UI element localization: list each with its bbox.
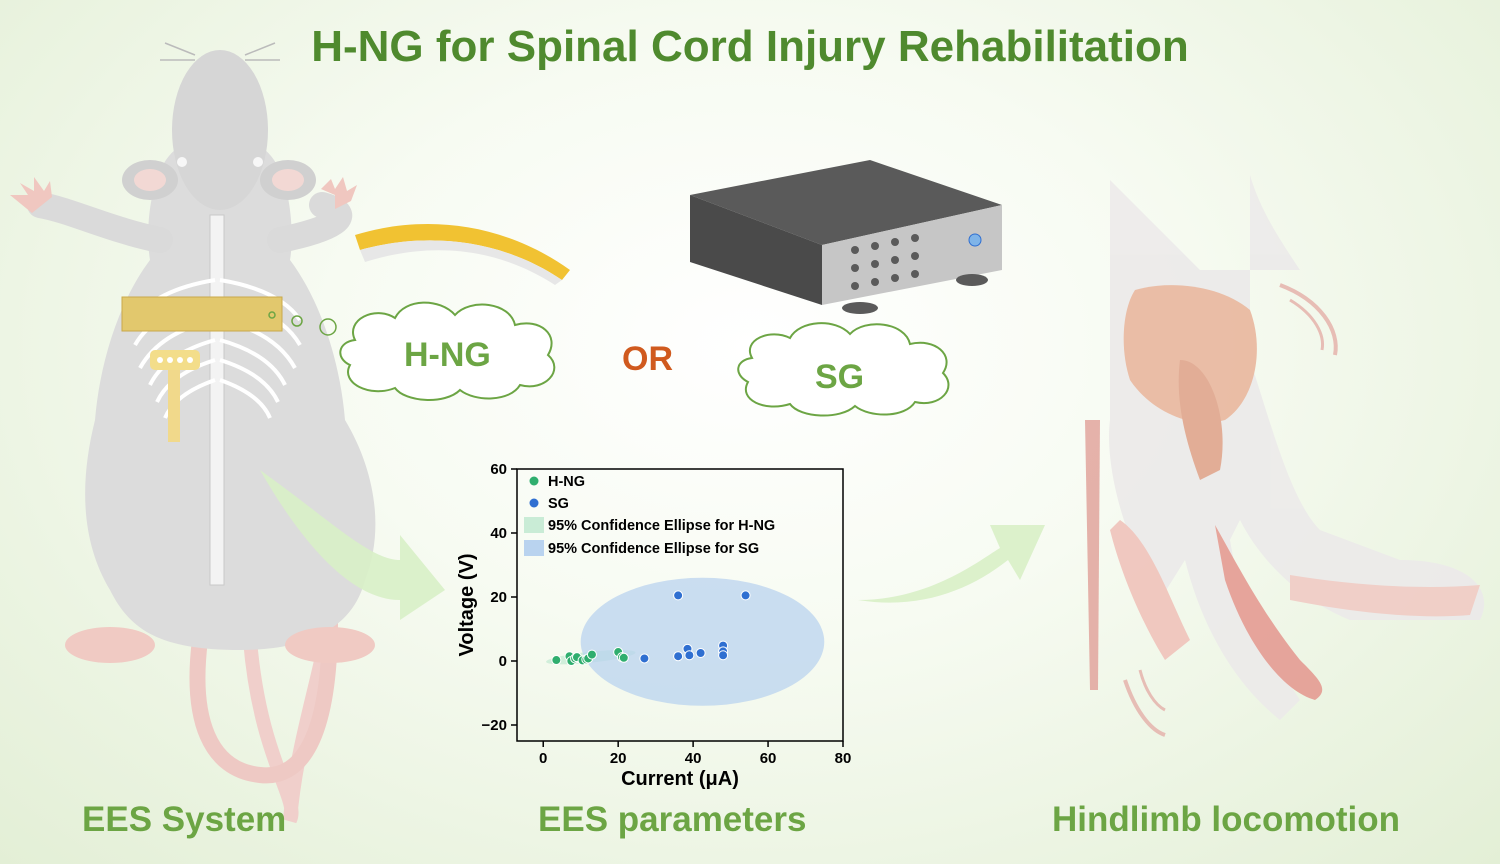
ees-system-label: EES System (82, 800, 287, 839)
thought-dot (268, 311, 276, 319)
hng-data-point (551, 655, 562, 666)
sg-cloud-label: SG (815, 358, 865, 396)
thought-dot (319, 318, 337, 336)
sg-data-point (673, 651, 684, 662)
hng-data-point (586, 649, 597, 660)
legend-sg-marker (529, 498, 539, 508)
legend-entry: 95% Confidence Ellipse for H-NG (548, 518, 775, 534)
x-axis-label: Current (μA) (621, 768, 739, 790)
hindlimb-locomotion-label: Hindlimb locomotion (1052, 800, 1401, 839)
hng-cloud (339, 301, 556, 401)
signal-generator-illustration (690, 160, 1002, 314)
hindlimb-illustration (1085, 175, 1485, 737)
hng-data-point (618, 652, 629, 663)
x-tick-label: 0 (539, 750, 547, 767)
y-tick-label: 20 (490, 589, 507, 606)
plot-frame (516, 468, 844, 742)
or-label: OR (622, 340, 673, 378)
legend-entry: 95% Confidence Ellipse for SG (548, 541, 759, 557)
page-title: H-NG for Spinal Cord Injury Rehabilitati… (311, 22, 1189, 71)
legend-hng-ellipse-swatch (524, 517, 544, 533)
legend-hng-marker (529, 476, 539, 486)
legend-sg-ellipse-swatch (524, 540, 544, 556)
y-tick-label: 0 (499, 653, 507, 670)
arrow-to-hindlimb (858, 525, 1045, 603)
ees-parameters-label: EES parameters (538, 800, 807, 839)
x-tick-label: 40 (685, 750, 702, 767)
y-tick-label: 60 (490, 461, 507, 478)
sg-data-point (695, 648, 706, 658)
sg-data-point (718, 650, 729, 661)
sg-data-point (673, 590, 684, 601)
thought-dot (291, 315, 303, 327)
y-axis-label: Voltage (V) (456, 554, 478, 657)
hng-device-illustration (355, 224, 570, 285)
x-tick-label: 20 (610, 750, 627, 767)
arrow-to-chart (260, 470, 445, 620)
x-tick-label: 60 (760, 750, 777, 767)
legend-entry: H-NG (548, 474, 585, 490)
x-tick-label: 80 (835, 750, 852, 767)
y-tick-label: 40 (490, 525, 507, 542)
sg-data-point (684, 650, 695, 661)
sg-confidence-ellipse (580, 577, 825, 706)
sg-cloud (737, 322, 950, 417)
sg-data-point (639, 653, 650, 664)
y-tick-label: −20 (482, 717, 507, 734)
sg-data-point (740, 590, 751, 601)
legend-entry: SG (548, 496, 569, 512)
hng-cloud-label: H-NG (404, 336, 491, 374)
